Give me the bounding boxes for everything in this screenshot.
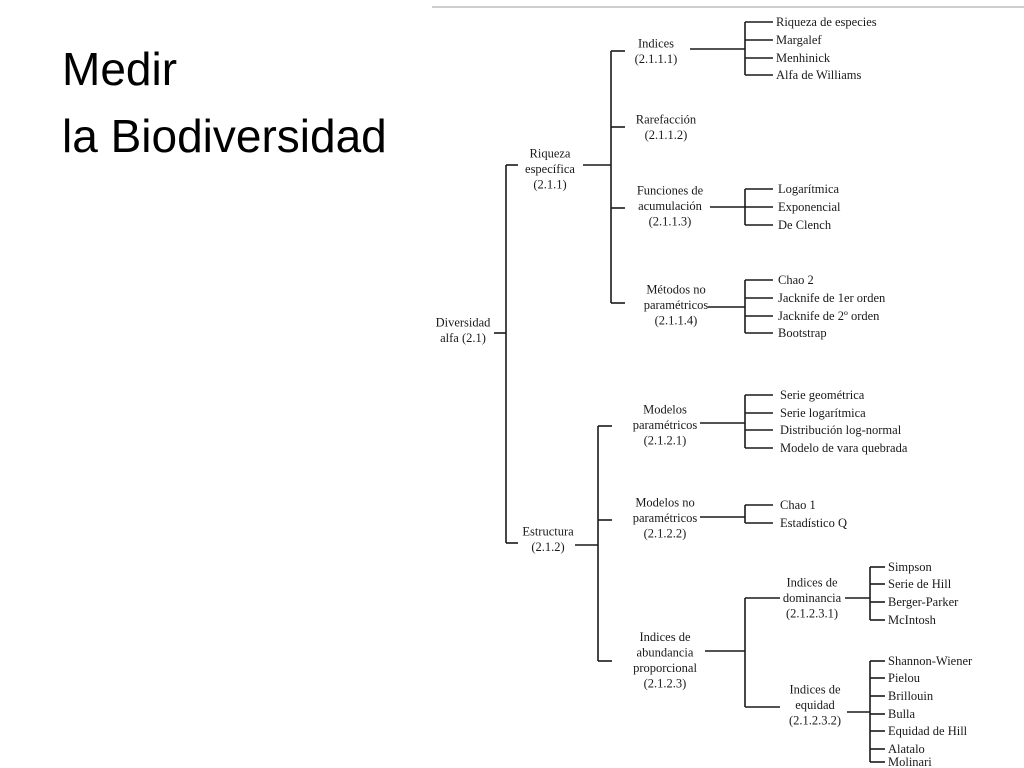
node-funciones-acumulacion-line-3: (2.1.1.3) [649,215,692,229]
node-indices-line-1: Indices [638,36,674,50]
node-indices-equidad-line-1: Indices de [789,683,840,697]
leaf-dominancia-1: Simpson [888,560,933,574]
node-modelos-no-parametricos-line-1: Modelos no [635,496,694,510]
node-diversidad-alfa-line-2: alfa (2.1) [440,331,486,345]
node-modelos-no-parametricos-line-2: paramétricos [633,511,698,525]
leaf-metodos-2: Jacknife de 1er orden [778,291,886,305]
leaf-metodos-4: Bootstrap [778,326,827,340]
leaf-equidad-2: Pielou [888,671,921,685]
leaf-dominancia-2: Serie de Hill [888,577,952,591]
leaf-equidad-6: Alatalo [888,742,925,756]
node-riqueza-especifica-line-3: (2.1.1) [533,178,566,192]
leaf-modelos-param-3: Distribución log-normal [780,423,902,437]
leaf-equidad-4: Bulla [888,707,916,721]
leaf-indices-2: Margalef [776,33,822,47]
node-indices-dominancia-line-2: dominancia [783,591,842,605]
leaf-metodos-3: Jacknife de 2º orden [778,309,880,323]
leaf-modelos-param-1: Serie geométrica [780,388,865,402]
node-indices-abundancia-line-4: (2.1.2.3) [644,676,687,690]
node-metodos-no-parametricos-line-2: paramétricos [644,298,709,312]
leaf-indices-1: Riqueza de especies [776,15,877,29]
leaf-metodos-1: Chao 2 [778,273,814,287]
leaf-indices-3: Menhinick [776,51,831,65]
node-indices-line-2: (2.1.1.1) [635,52,678,66]
leaf-equidad-5: Equidad de Hill [888,724,968,738]
node-riqueza-especifica-line-1: Riqueza [530,147,571,161]
slide-title-line-1: Medir [62,43,178,95]
node-estructura-line-2: (2.1.2) [531,540,564,554]
node-rarefaccion-line-2: (2.1.1.2) [645,128,688,142]
node-rarefaccion-line-1: Rarefacción [636,112,697,126]
leaf-funciones-2: Exponencial [778,200,841,214]
node-indices-equidad-line-3: (2.1.2.3.2) [789,714,841,728]
node-diversidad-alfa-line-1: Diversidad [436,315,492,329]
node-indices-abundancia-line-3: proporcional [633,661,697,675]
node-indices-dominancia-line-3: (2.1.2.3.1) [786,607,838,621]
node-modelos-no-parametricos-line-3: (2.1.2.2) [644,527,687,541]
leaf-equidad-3: Brillouin [888,689,934,703]
node-indices-equidad-line-2: equidad [795,698,835,712]
leaf-modelos-noparam-2: Estadístico Q [780,516,847,530]
leaf-funciones-3: De Clench [778,218,832,232]
node-indices-abundancia-line-2: abundancia [637,645,694,659]
leaf-equidad-1: Shannon-Wiener [888,654,973,668]
node-metodos-no-parametricos-line-1: Métodos no [646,283,705,297]
node-riqueza-especifica-line-2: específica [525,162,575,176]
node-indices-dominancia-line-1: Indices de [786,576,837,590]
node-modelos-parametricos-line-3: (2.1.2.1) [644,434,687,448]
leaf-dominancia-4: McIntosh [888,613,937,627]
leaf-modelos-param-4: Modelo de vara quebrada [780,441,908,455]
slide-title-line-2: la Biodiversidad [62,109,387,162]
top-divider [432,6,1024,8]
leaf-indices-4: Alfa de Williams [776,68,861,82]
node-modelos-parametricos-line-1: Modelos [643,403,687,417]
node-modelos-parametricos-line-2: paramétricos [633,418,698,432]
node-indices-abundancia-line-1: Indices de [639,630,690,644]
leaf-dominancia-3: Berger-Parker [888,595,959,609]
node-funciones-acumulacion-line-1: Funciones de [637,184,704,198]
node-estructura-line-1: Estructura [522,524,574,538]
node-metodos-no-parametricos-line-3: (2.1.1.4) [655,314,698,328]
leaf-modelos-param-2: Serie logarítmica [780,406,866,420]
leaf-modelos-noparam-1: Chao 1 [780,498,816,512]
leaf-equidad-7: Molinari [888,755,932,768]
node-funciones-acumulacion-line-2: acumulación [638,199,703,213]
leaf-funciones-1: Logarítmica [778,182,840,196]
slide-title: Medir la Biodiversidad [62,36,387,169]
